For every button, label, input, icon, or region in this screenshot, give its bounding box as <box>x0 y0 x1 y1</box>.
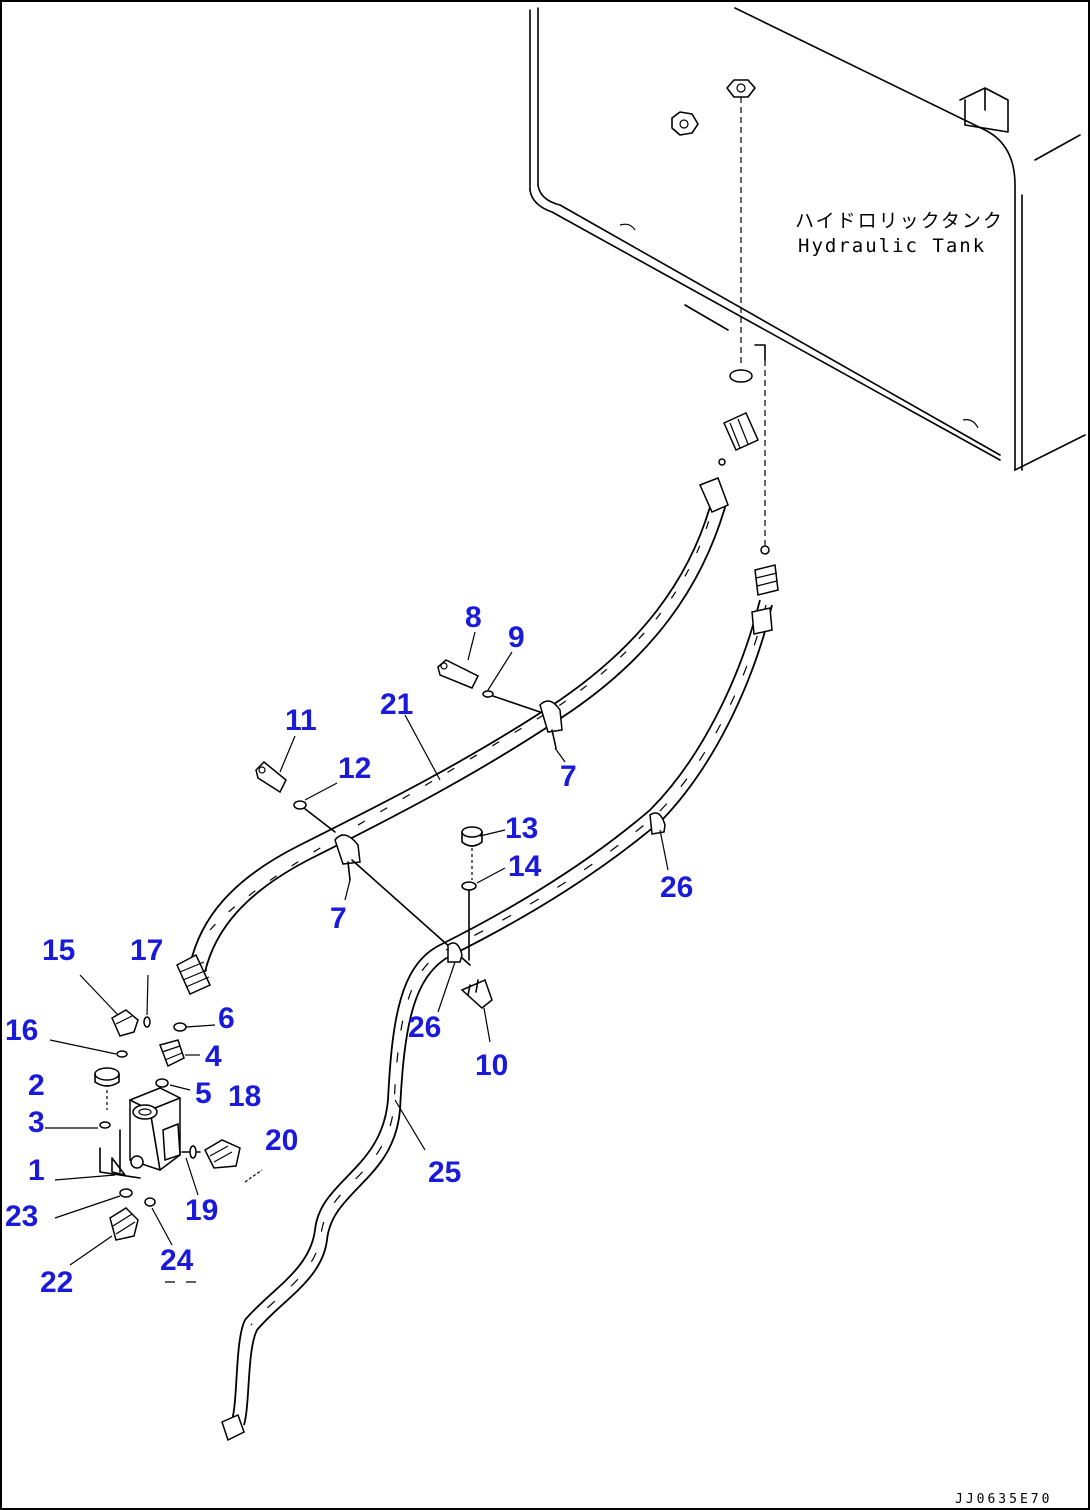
oring-3 <box>99 1121 111 1129</box>
callout-7-upper: 7 <box>560 760 577 793</box>
oring-6 <box>173 1022 187 1032</box>
clamp-7-upper <box>483 690 563 749</box>
callout-18: 18 <box>228 1080 261 1113</box>
callout-numbers: 1 2 3 4 5 6 7 7 8 9 10 11 12 13 14 15 16… <box>5 601 693 1299</box>
callout-12: 12 <box>338 752 371 785</box>
tank-label-jp: ハイドロリックタンク <box>795 210 1004 232</box>
elbow-22 <box>109 1207 139 1241</box>
washer-9 <box>482 690 494 698</box>
callout-17: 17 <box>130 934 163 967</box>
bolt-13 <box>461 826 483 880</box>
callout-26-lower: 26 <box>408 1011 441 1044</box>
callout-24: 24 <box>160 1244 194 1277</box>
callout-5: 5 <box>195 1077 212 1110</box>
callout-8: 8 <box>465 601 482 634</box>
callout-23: 23 <box>5 1200 38 1233</box>
callout-2: 2 <box>28 1069 45 1102</box>
oring-20 <box>244 1169 263 1183</box>
connector-4 <box>159 1039 185 1068</box>
oring-5 <box>155 1078 169 1088</box>
tank-label-en: Hydraulic Tank <box>798 235 986 257</box>
callout-3: 3 <box>28 1106 45 1139</box>
hydraulic-tank: ハイドロリックタンク Hydraulic Tank <box>529 7 1086 555</box>
callout-14: 14 <box>508 850 542 883</box>
callout-26-upper: 26 <box>660 871 693 904</box>
elbow-18 <box>204 1139 241 1169</box>
callout-20: 20 <box>265 1124 298 1157</box>
callout-22: 22 <box>40 1266 73 1299</box>
leader-lines <box>45 631 669 1266</box>
hose-25 <box>221 564 779 1442</box>
callout-13: 13 <box>505 812 538 845</box>
callout-6: 6 <box>218 1002 235 1035</box>
callout-19: 19 <box>185 1194 218 1227</box>
washer-12 <box>293 800 307 810</box>
washer-14 <box>461 881 477 961</box>
callout-21: 21 <box>380 688 413 721</box>
callout-11: 11 <box>285 704 317 737</box>
valve-block-1 <box>99 1087 181 1179</box>
callout-15: 15 <box>42 934 75 967</box>
hose-21 <box>176 412 759 995</box>
bracket-10 <box>460 978 493 1009</box>
elbow-15 <box>111 1009 139 1037</box>
clamp-26-lower <box>447 942 463 963</box>
callout-7-lower: 7 <box>330 902 347 935</box>
callout-10: 10 <box>475 1049 508 1082</box>
callout-25: 25 <box>428 1156 461 1189</box>
oring-19 <box>181 1145 201 1159</box>
oring-16 <box>116 1050 128 1058</box>
clamp-26-upper <box>649 812 666 835</box>
callout-1: 1 <box>28 1154 45 1187</box>
oring-17 <box>143 1016 151 1028</box>
bolt-8 <box>437 659 480 689</box>
callout-9: 9 <box>508 621 525 654</box>
bolt-11 <box>255 760 287 794</box>
oring-24 <box>144 1197 196 1283</box>
callout-4: 4 <box>205 1040 222 1073</box>
plug-2 <box>94 1067 120 1110</box>
clamp-7-lower <box>299 804 471 966</box>
oring-23 <box>119 1188 133 1198</box>
callout-16: 16 <box>5 1014 38 1047</box>
drawing-code: JJ0635E70 <box>955 1492 1052 1507</box>
